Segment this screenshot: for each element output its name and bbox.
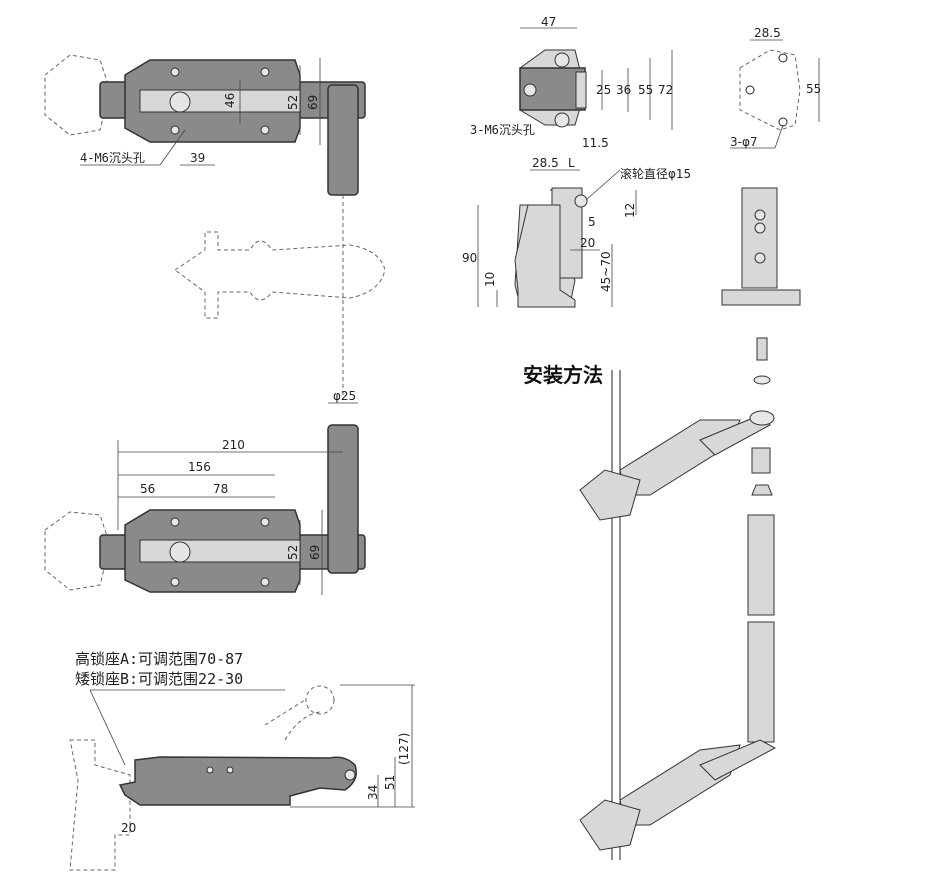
dim-210: 210 xyxy=(222,438,245,452)
dim-28-5: 28.5 xyxy=(532,156,559,170)
dim-34: 34 xyxy=(366,785,380,800)
note-high-seat-a: 高锁座A:可调范围70-87 xyxy=(75,650,243,668)
dim-55: 55 xyxy=(638,83,653,97)
dim-20: 20 xyxy=(121,821,136,835)
dim-12: 12 xyxy=(623,203,637,218)
dim-69b: 69 xyxy=(308,545,322,560)
keyhole-outline xyxy=(174,231,386,319)
dim-l: L xyxy=(568,156,575,170)
seat-side-view xyxy=(477,169,801,308)
dim-28-5-plate: 28.5 xyxy=(754,26,781,40)
latch-top-view xyxy=(44,54,366,400)
dim-55-plate: 55 xyxy=(806,82,821,96)
dim-11-5: 11.5 xyxy=(582,136,609,150)
dim-52: 52 xyxy=(286,95,300,110)
base-plate-view xyxy=(730,39,820,149)
note-low-seat-b: 矮锁座B:可调范围22-30 xyxy=(75,670,243,688)
install-diagram xyxy=(579,337,777,860)
latch-side-view xyxy=(69,684,415,871)
dim-phi25: φ25 xyxy=(333,389,356,403)
dim-25: 25 xyxy=(596,83,611,97)
hole-note-3-phi7: 3-φ7 xyxy=(730,135,758,149)
dim-90: 90 xyxy=(462,251,477,265)
roller-diameter-note: 滚轮直径φ15 xyxy=(620,166,691,181)
dim-52b: 52 xyxy=(286,545,300,560)
dim-78: 78 xyxy=(213,482,228,496)
dim-45-70: 45~70 xyxy=(599,251,613,292)
dim-51: 51 xyxy=(383,775,397,790)
dim-47: 47 xyxy=(541,15,556,29)
dim-39: 39 xyxy=(190,151,205,165)
hole-note-4-m6: 4-M6沉头孔 xyxy=(80,151,145,165)
dim-20-seat: 20 xyxy=(580,236,595,250)
hole-note-3-m6: 3-M6沉头孔 xyxy=(470,123,535,137)
install-title: 安装方法 xyxy=(523,363,603,387)
dim-72: 72 xyxy=(658,83,673,97)
dim-36: 36 xyxy=(616,83,631,97)
dim-56: 56 xyxy=(140,482,155,496)
latch-front-view xyxy=(44,402,366,595)
dim-46: 46 xyxy=(223,93,237,108)
dim-5: 5 xyxy=(588,215,596,229)
dim-69: 69 xyxy=(306,95,320,110)
dim-10: 10 xyxy=(483,272,497,287)
dim-127: (127) xyxy=(397,733,411,765)
seat-top-view xyxy=(519,27,673,171)
dim-156: 156 xyxy=(188,460,211,474)
